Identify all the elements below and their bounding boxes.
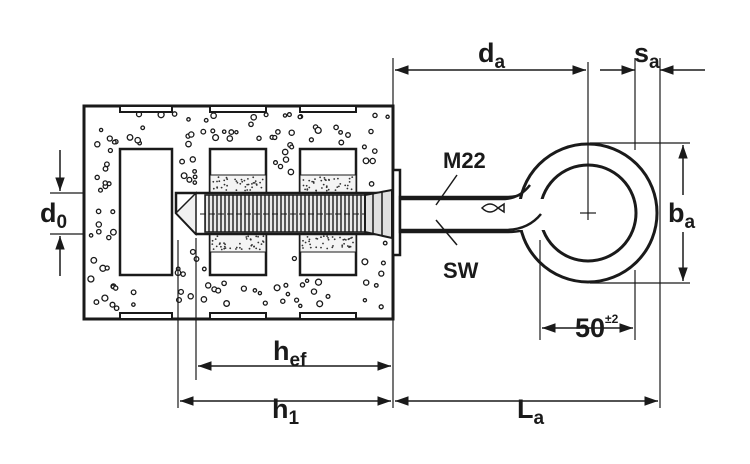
h1-label: h1	[272, 394, 300, 429]
top-notch-1	[119, 105, 173, 113]
top-notch-3	[299, 105, 357, 113]
hef-label: hef	[273, 336, 307, 371]
sw-leader	[435, 219, 458, 246]
d0-label: d0	[40, 198, 67, 233]
ba-label: ba	[668, 198, 696, 233]
dimension-lines	[55, 65, 705, 406]
mortar-fill	[209, 174, 357, 253]
fifty-label: 50±2	[575, 312, 619, 343]
anchor-sleeve	[174, 188, 395, 240]
la-label: La	[517, 394, 545, 429]
bottom-notch-1	[119, 312, 173, 320]
extension-lines	[50, 58, 690, 408]
da-label: da	[478, 38, 506, 73]
sa-label: sa	[634, 38, 660, 73]
eye-bolt	[398, 142, 659, 284]
cavity-left	[118, 147, 174, 277]
m22-label: M22	[443, 148, 486, 173]
sw-label: SW	[443, 258, 479, 283]
bottom-notch-2	[209, 312, 267, 320]
top-notch-2	[209, 105, 267, 113]
bottom-notch-3	[299, 312, 357, 320]
aggregate-dots	[87, 111, 390, 312]
m22-leader	[435, 174, 458, 206]
